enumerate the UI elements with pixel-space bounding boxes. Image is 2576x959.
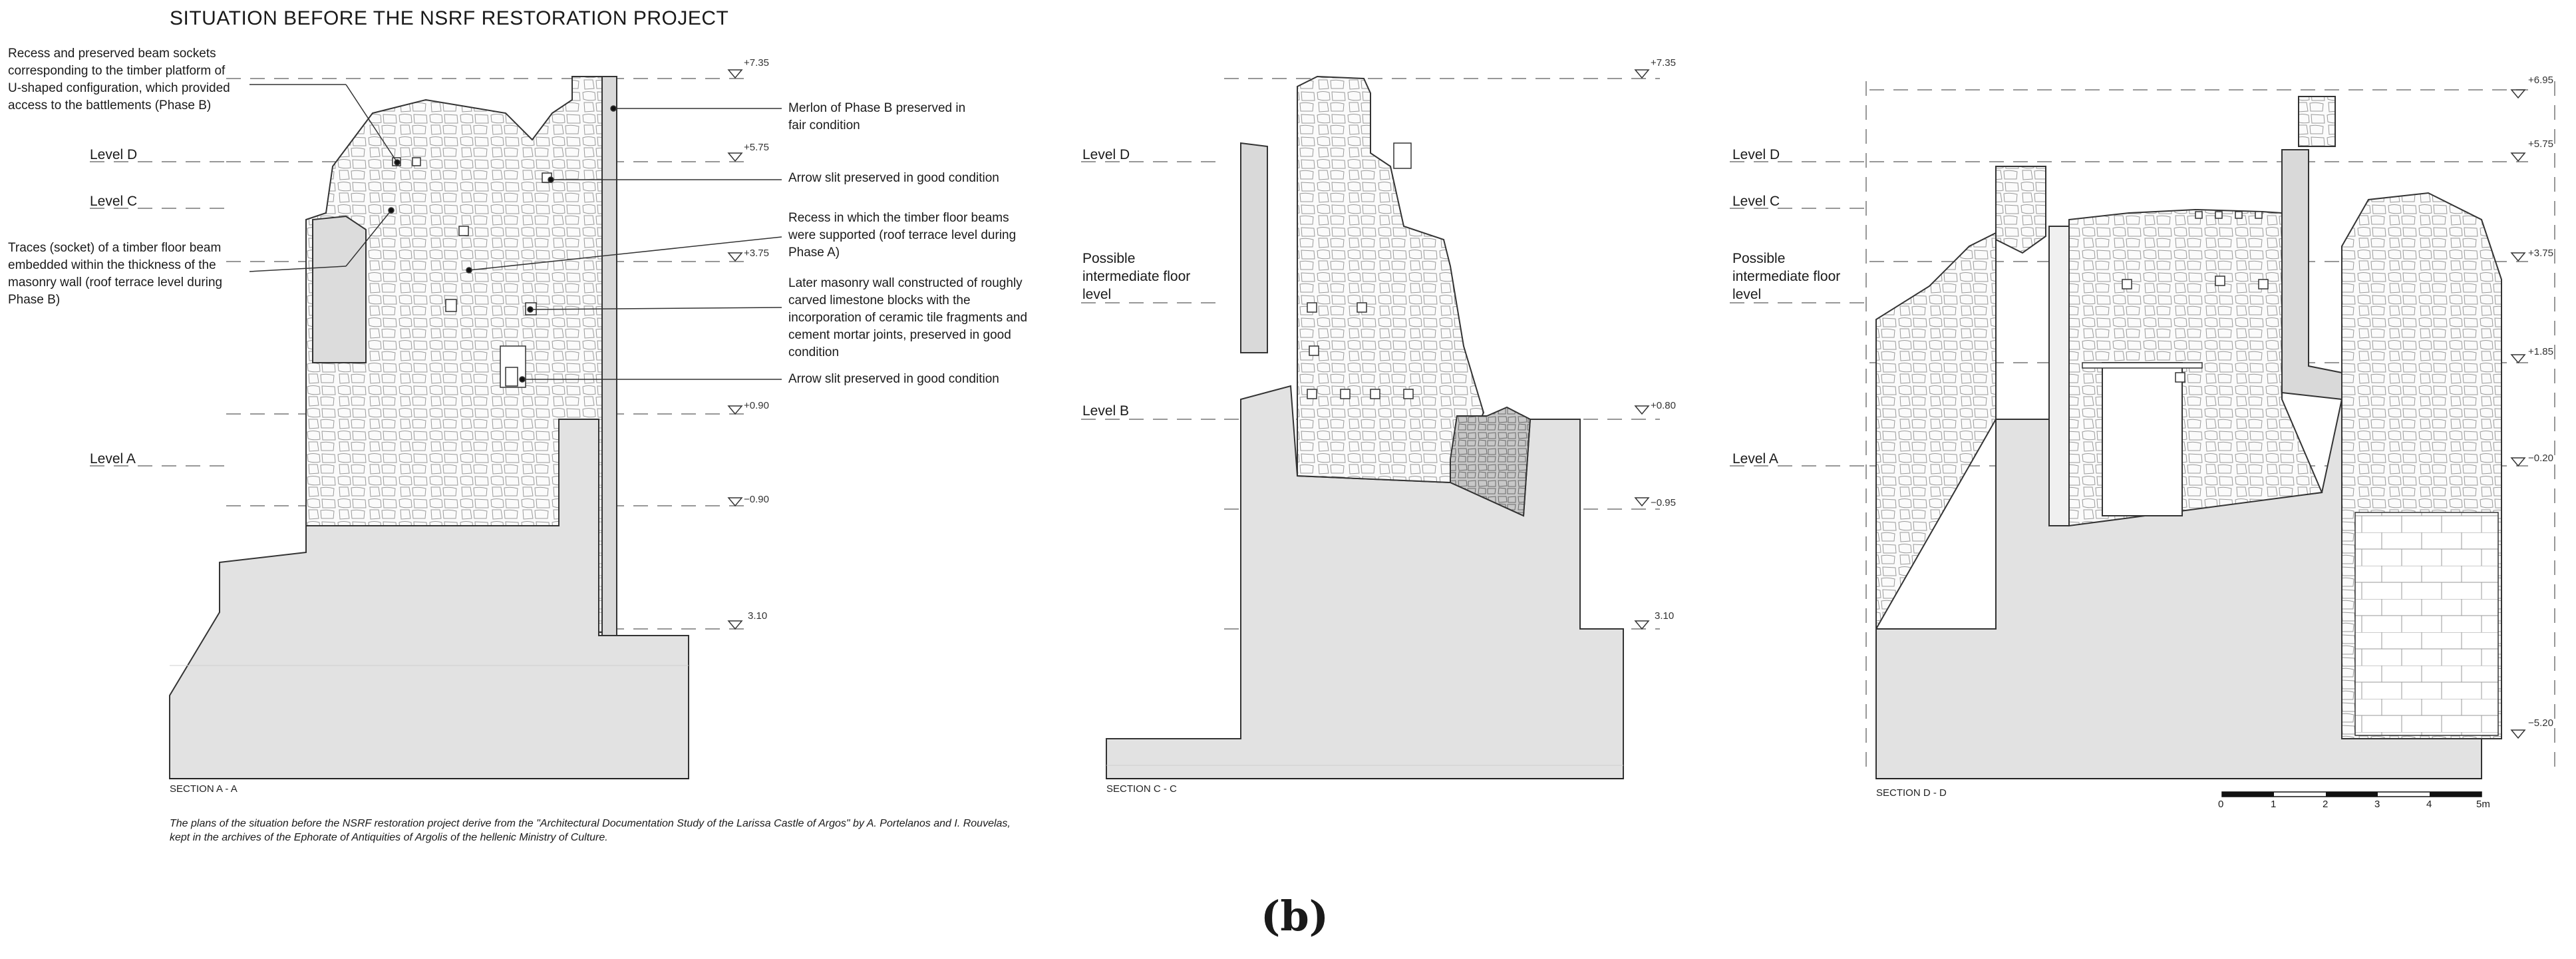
elevation-markers <box>727 69 2526 739</box>
aa-level-d: Level D <box>90 147 138 162</box>
dd-level-a: Level A <box>1732 451 1778 467</box>
scale-tick: 4 <box>2426 799 2432 810</box>
cc-elevation: +7.35 <box>1651 57 1676 69</box>
dd-elevation: +1.85 <box>2528 346 2553 357</box>
dd-elevation: +3.75 <box>2528 248 2553 259</box>
aa-elevation: +7.35 <box>744 57 769 69</box>
figure-label: (b) <box>1261 892 1329 940</box>
scale-tick: 0 <box>2218 799 2224 810</box>
aa-level-c: Level C <box>90 194 138 209</box>
dd-level-c: Level C <box>1732 194 1780 209</box>
scale-tick: 3 <box>2374 799 2380 810</box>
section-aa-drawing <box>90 76 752 779</box>
dd-level-intermediate: Possible intermediate floor level <box>1732 251 1841 302</box>
leader-lines <box>249 84 782 383</box>
aa-elevation: 3.10 <box>748 610 768 622</box>
scale-tick: 5m <box>2476 799 2490 810</box>
dd-elevation: +6.95 <box>2528 75 2553 86</box>
cc-level-d: Level D <box>1082 147 1130 162</box>
page-title: SITUATION BEFORE THE NSRF RESTORATION PR… <box>170 7 729 29</box>
scale-tick: 1 <box>2271 799 2277 810</box>
section-dd-label: SECTION D - D <box>1876 787 1947 799</box>
dd-elevation: −0.20 <box>2528 453 2553 464</box>
scale-tick: 2 <box>2323 799 2329 810</box>
annotation-recess-floor: Recess in which the timber floor beams w… <box>788 211 1017 260</box>
section-cc-label: SECTION C - C <box>1106 783 1177 795</box>
annotation-arrow-slit-1: Arrow slit preserved in good condition <box>788 171 999 185</box>
cc-elevation: 3.10 <box>1655 610 1675 622</box>
source-caption: The plans of the situation before the NS… <box>170 818 1011 843</box>
annotation-merlon: Merlon of Phase B preserved in fair cond… <box>788 101 966 132</box>
cc-elevation: −0.95 <box>1651 497 1676 508</box>
dd-level-d: Level D <box>1732 147 1780 162</box>
annotation-later-wall: Later masonry wall constructed of roughl… <box>788 276 1028 359</box>
aa-elevation: −0.90 <box>744 494 769 505</box>
section-aa-label: SECTION A - A <box>170 783 238 795</box>
cc-elevation: +0.80 <box>1651 400 1676 411</box>
cc-level-intermediate: Possible intermediate floor level <box>1082 251 1191 302</box>
annotation-beam-sockets: Recess and preserved beam sockets corres… <box>8 47 230 112</box>
section-cc-drawing <box>1081 75 1660 779</box>
section-dd-drawing <box>1730 81 2555 779</box>
aa-elevation: +0.90 <box>744 400 769 411</box>
annotation-traces-socket: Traces (socket) of a timber floor beam e… <box>8 241 223 307</box>
annotation-arrow-slit-2: Arrow slit preserved in good condition <box>788 372 999 386</box>
dd-elevation: +5.75 <box>2528 138 2553 150</box>
aa-level-a: Level A <box>90 451 136 467</box>
dd-elevation: −5.20 <box>2528 717 2553 729</box>
aa-elevation: +3.75 <box>744 248 769 259</box>
scale-bar <box>2221 791 2482 797</box>
aa-elevation: +5.75 <box>744 142 769 153</box>
cc-level-b: Level B <box>1082 403 1130 419</box>
